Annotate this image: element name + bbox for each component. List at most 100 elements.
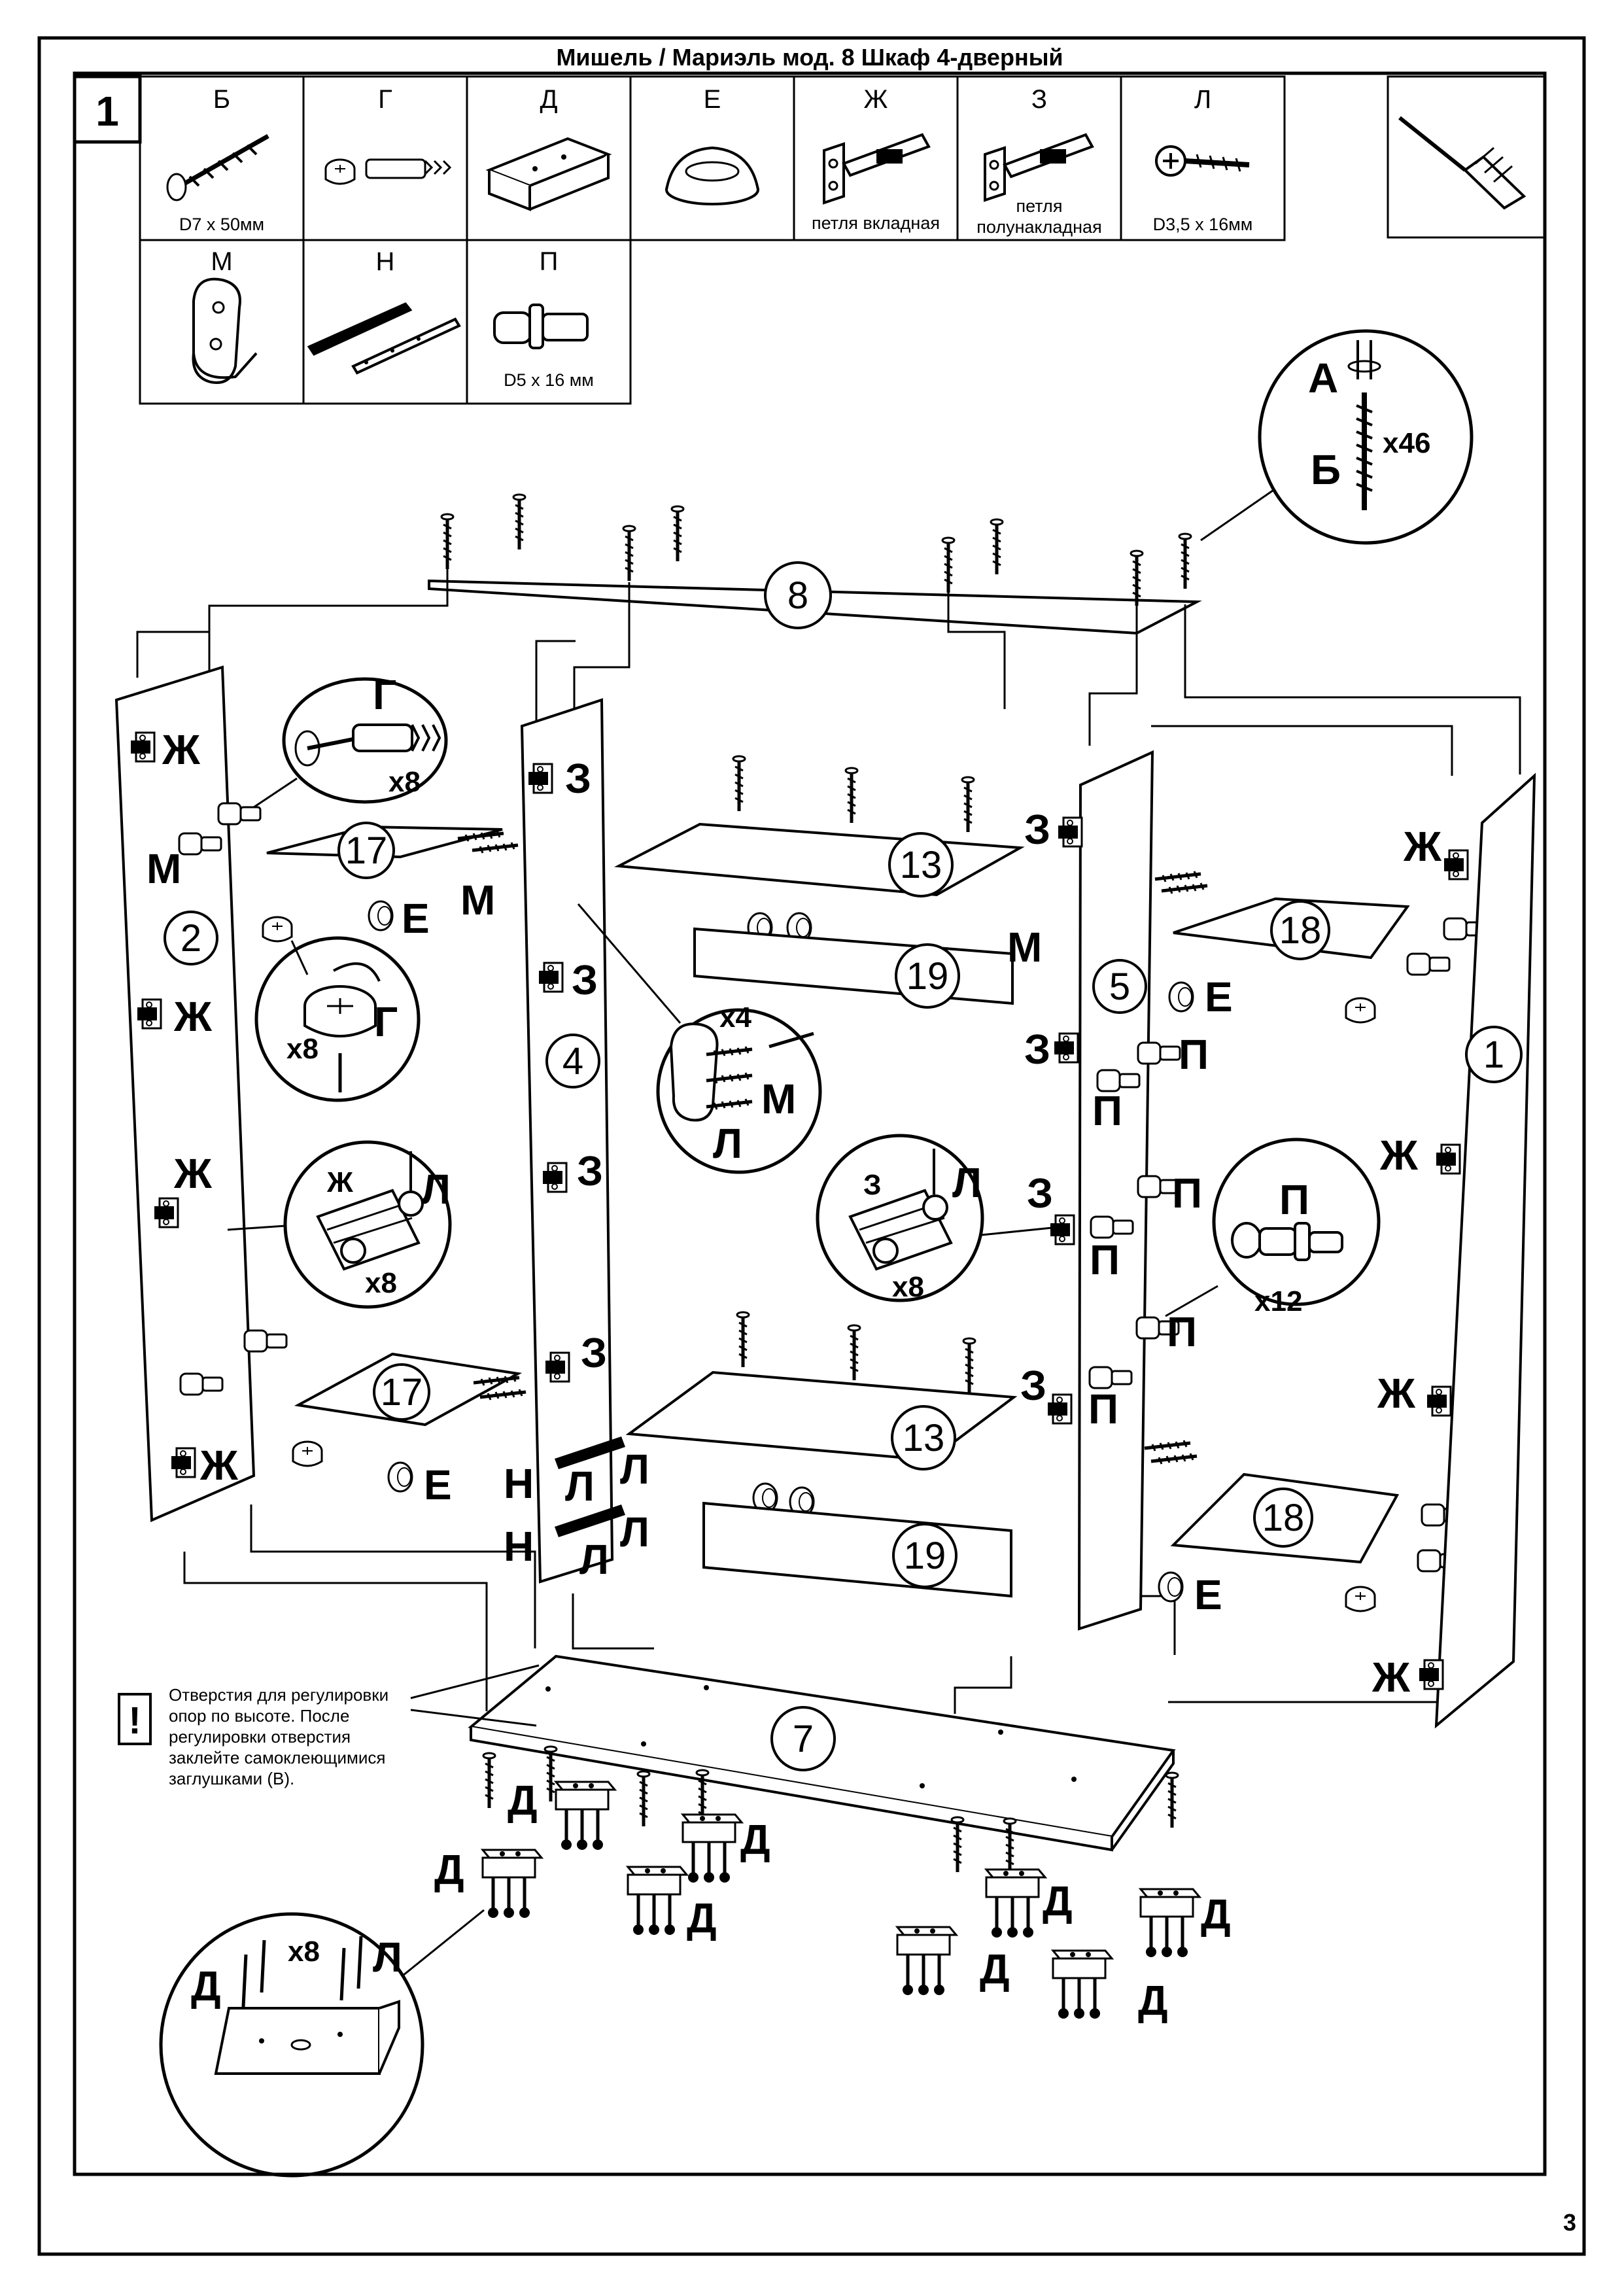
bracket-label-m: М <box>460 877 495 924</box>
screwdriver-icon <box>1398 116 1527 210</box>
hinge-label-z: З <box>1027 1170 1053 1217</box>
runner-label-n: Н <box>504 1460 534 1507</box>
wood-screw-icon <box>1155 145 1250 177</box>
outer-border <box>37 36 1586 2256</box>
part-cell-g: Г <box>302 75 468 241</box>
drawer-runner-icon <box>307 302 461 375</box>
callout-count: x4 <box>719 1001 751 1034</box>
screw-label-l: Л <box>620 1446 649 1493</box>
callout-cam-mid: Г x8 <box>254 936 421 1102</box>
shelf-17-upper: 17 М Е М <box>147 802 518 943</box>
knob-icon <box>665 146 759 205</box>
note-line-2: опор по высоте. После <box>169 1706 349 1726</box>
callout-count: x46 <box>1383 427 1430 459</box>
parts-table: 1 Б D7 x 50мм Г Д <box>73 75 1546 405</box>
pin-label-p: П <box>1088 1385 1118 1433</box>
screw-label-l: Л <box>620 1508 649 1556</box>
callout-l: Л <box>952 1159 982 1206</box>
callout-inset-hinge: Ж Л x8 <box>227 1140 452 1309</box>
panel-number: 19 <box>906 955 949 998</box>
runner-label-n: Н <box>504 1523 534 1570</box>
shelf-bracket-icon <box>192 277 258 384</box>
hinge-label-zh: Ж <box>173 993 213 1040</box>
note-line-4: заклейте самоклеющимися <box>169 1748 386 1767</box>
part-cell-m: М <box>139 239 305 405</box>
part-letter: П <box>540 247 559 276</box>
part-letter: Л <box>1194 85 1211 114</box>
step-number: 1 <box>95 88 119 135</box>
drawer-front-19-lower: 19 <box>702 1501 1012 1598</box>
foot-label-d: Д <box>740 1816 770 1863</box>
callout-zh: Ж <box>326 1166 353 1198</box>
part-letter: М <box>211 247 232 276</box>
callout-bracket: x4 М Л <box>577 903 822 1174</box>
shelf-17-lower: 17 Е <box>179 1329 526 1508</box>
part-cell-zh: Ж петля вкладная <box>793 75 959 241</box>
panel-4: 4 З З З З Н Н Л Л Л Л <box>504 698 649 1584</box>
part-letter: Д <box>540 85 557 114</box>
support-block-icon <box>485 137 612 211</box>
foot-label-d: Д <box>1043 1877 1073 1924</box>
panel-1: 1 Ж Ж Ж Ж <box>1372 773 1536 1729</box>
pin-label-p: П <box>1167 1308 1197 1355</box>
panel-7: 7 <box>468 1654 1176 1852</box>
note-line-3: регулировки отверстия <box>169 1727 351 1747</box>
panel-number: 13 <box>903 1417 945 1459</box>
cam-lock-icon <box>324 158 452 185</box>
panel-5: 5 З З З З М П П П П П П <box>1007 750 1209 1631</box>
hinge-label-z: З <box>577 1147 603 1194</box>
callout-m: М <box>761 1075 796 1122</box>
panel-number: 19 <box>904 1535 946 1577</box>
hinge-label-z: З <box>1024 806 1050 853</box>
part-cell-l: Л D3,5 x 16мм <box>1120 75 1286 241</box>
part-cell-b: Б D7 x 50мм <box>139 75 305 241</box>
foot-label-d: Д <box>687 1894 717 1941</box>
panel-number: 17 <box>345 829 388 872</box>
warning-mark: ! <box>128 1699 141 1742</box>
callout-label-b: Б <box>1311 446 1341 493</box>
part-letter: Ж <box>864 85 888 114</box>
foot-label-d: Д <box>508 1777 538 1824</box>
half-overlay-hinge-icon <box>984 133 1094 202</box>
callout-count: x8 <box>388 766 421 798</box>
callout-l: Л <box>713 1120 742 1167</box>
callout-count: x8 <box>286 1033 319 1065</box>
callout-l: Л <box>373 1934 402 1981</box>
callout-cam-top: Г x8 <box>249 671 448 811</box>
pin-label-p: П <box>1090 1236 1120 1283</box>
part-caption: D7 x 50мм <box>179 215 264 234</box>
hinge-label-z: З <box>572 956 598 1003</box>
part-letter: Н <box>376 247 395 276</box>
shelf-pin-icon <box>493 304 589 349</box>
callout-z: З <box>863 1169 882 1201</box>
part-caption: D3,5 x 16мм <box>1153 215 1253 234</box>
panel-number: 17 <box>381 1371 423 1414</box>
panel-number: 2 <box>181 917 201 960</box>
callout-d: Д <box>191 1962 221 2009</box>
adjustment-note: ! Отверстия для регулировки опор по высо… <box>118 1664 540 1788</box>
pin-label-p: П <box>1092 1087 1122 1134</box>
panel-number: 18 <box>1279 909 1322 952</box>
hinge-label-z: З <box>1020 1362 1046 1409</box>
part-cell-z: З петля полунакладная <box>956 75 1122 241</box>
hinge-label-zh: Ж <box>173 1150 213 1197</box>
panel-number: 8 <box>787 574 808 617</box>
pin-label-p: П <box>1172 1170 1202 1217</box>
note-line-5: заглушками (В). <box>169 1769 294 1788</box>
panel-number: 18 <box>1262 1497 1305 1539</box>
callout-l: Л <box>421 1166 451 1213</box>
support-feet: Д Д Д Д Д Д Д Д <box>434 1777 1231 2024</box>
callout-letter: Г <box>373 671 396 718</box>
hinge-label-z: З <box>1024 1026 1050 1073</box>
callout-count: x12 <box>1254 1285 1302 1317</box>
page-title: Мишель / Мариэль мод. 8 Шкаф 4-дверный <box>556 44 1063 71</box>
knob-label-e: Е <box>402 895 430 942</box>
shelf-18-upper: 18 Е <box>1155 871 1487 1024</box>
hinge-label-zh: Ж <box>162 726 201 773</box>
hinge-label-zh: Ж <box>1372 1654 1411 1701</box>
panel-2: 2 Ж Ж Ж Ж <box>114 665 256 1522</box>
knob-label-e: Е <box>1194 1571 1222 1618</box>
panel-number: 1 <box>1483 1034 1504 1076</box>
callout-support-detail: x8 Д Л <box>159 1909 485 2178</box>
